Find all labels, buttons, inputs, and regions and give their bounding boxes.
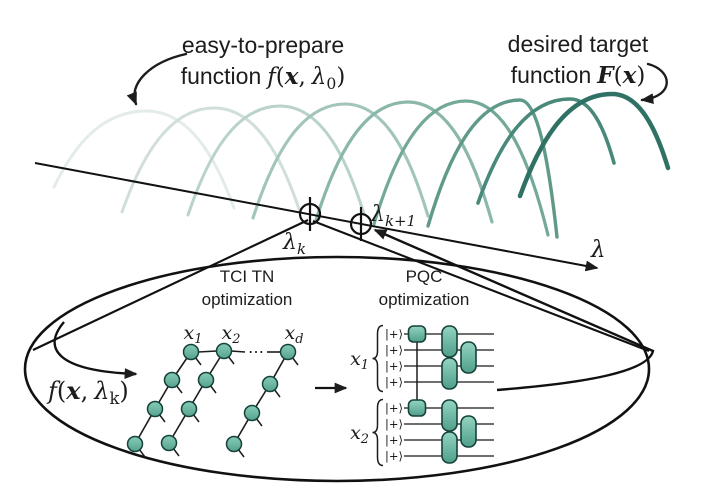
pqc-heading: PQC optimization — [379, 267, 470, 309]
single-qubit-gate — [407, 325, 427, 343]
register-brace — [372, 398, 384, 467]
homotopy-curve-9 — [517, 91, 671, 199]
two-qubit-gate — [460, 341, 477, 374]
ket-label: |+⟩ — [385, 327, 403, 341]
magnifier-ellipse — [23, 255, 651, 483]
tn-col-label-xd: xd — [285, 322, 304, 347]
tn-nodes — [126, 342, 297, 453]
tn-heading-line2: optimization — [202, 290, 293, 309]
easy-label-line1: easy-to-prepare — [182, 32, 344, 58]
homotopy-curve-2 — [120, 106, 302, 214]
pqc-heading-line1: PQC — [406, 267, 443, 286]
tn-dots: ⋯ — [248, 342, 264, 361]
register-braces — [372, 324, 384, 467]
lambda-axis-label: λ — [590, 237, 606, 263]
tn-col-label-x1: x1 — [184, 322, 203, 347]
register-label-x1: x1 — [350, 348, 369, 373]
lambda-k1-marker — [349, 207, 373, 241]
ket-labels: |+⟩ |+⟩ |+⟩ |+⟩ |+⟩ |+⟩ |+⟩ |+⟩ — [385, 327, 403, 463]
homotopy-curve-5 — [314, 100, 494, 224]
homotopy-curve-7 — [426, 98, 559, 239]
loop-arrow — [373, 228, 655, 392]
ket-label: |+⟩ — [385, 401, 403, 415]
two-qubit-gate — [441, 325, 458, 358]
two-qubit-gate — [441, 399, 458, 432]
ket-label: |+⟩ — [385, 343, 403, 357]
magnifier-line-left — [32, 219, 309, 351]
tn-heading: TCI TN optimization — [202, 267, 293, 309]
homotopy-curve-1 — [52, 109, 236, 210]
magnifier-line-right — [312, 220, 650, 352]
homotopy-curve-3 — [186, 104, 366, 217]
two-qubit-gate — [460, 415, 477, 448]
register-label-x2: x2 — [350, 422, 369, 447]
ket-label: |+⟩ — [385, 449, 403, 463]
tn-bonds — [134, 350, 289, 445]
lambda-k-label: λk — [282, 230, 306, 258]
pqc-heading-line2: optimization — [379, 290, 470, 309]
ket-label: |+⟩ — [385, 375, 403, 389]
tn-col-labels: x1 x2 xd — [184, 322, 304, 347]
homotopy-curve-8 — [476, 97, 616, 205]
f-lambda-k-label: f(x,λk) — [46, 376, 129, 408]
tn-col-label-x2: x2 — [222, 322, 241, 347]
single-qubit-gate — [407, 399, 427, 417]
homotopy-curve-family — [52, 91, 671, 239]
lambda-k-marker — [298, 197, 322, 231]
target-arrow — [640, 62, 668, 105]
tn-heading-line1: TCI TN — [220, 267, 274, 286]
lambda-k1-label: λk+1 — [370, 202, 416, 230]
easy-arrow — [126, 52, 188, 106]
two-qubit-gate — [441, 431, 458, 464]
lambda-axis — [34, 162, 599, 272]
target-label-line1: desired target — [508, 31, 649, 57]
pqc-gates — [407, 325, 477, 464]
feed-arrow — [53, 321, 138, 379]
two-qubit-gate — [441, 357, 458, 390]
ket-label: |+⟩ — [385, 417, 403, 431]
ket-label: |+⟩ — [385, 359, 403, 373]
homotopy-curve-4 — [251, 102, 430, 220]
register-brace — [372, 324, 384, 393]
ket-label: |+⟩ — [385, 433, 403, 447]
